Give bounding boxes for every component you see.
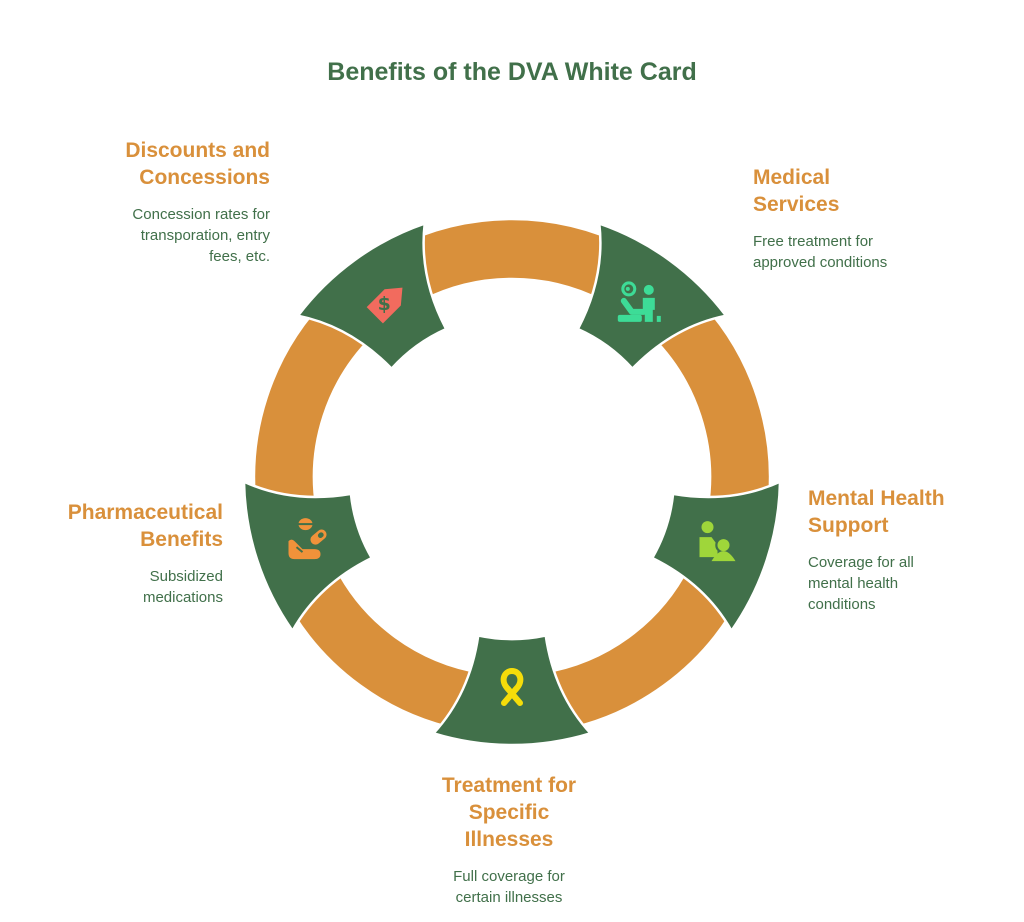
benefit-description: Subsidized medications [3,566,223,608]
description-line: fees, etc. [209,248,270,265]
ring-segment-2 [576,222,728,370]
description-line: certain illnesses [455,889,563,906]
description-line: mental health [808,575,899,592]
benefit-heading: Medical Services [753,164,973,218]
heading-line: Discounts and [125,139,270,162]
benefit-description: Concession rates for transporation, entr… [50,204,270,267]
benefit-mental-health: Mental Health Support Coverage for all m… [808,485,1024,615]
description-line: medications [142,589,223,606]
benefit-heading: Discounts and Concessions [50,137,270,191]
heading-line: Services [753,193,840,216]
benefit-heading: Mental Health Support [808,485,1024,539]
ring-segments [242,222,782,747]
description-line: Concession rates for [132,206,270,223]
awareness-ribbon-icon [500,667,524,706]
benefit-pharmaceutical: Pharmaceutical Benefits Subsidized medic… [3,499,223,608]
ring-icons: $ [288,281,736,706]
description-line: Coverage for all [808,554,914,571]
benefit-heading: Pharmaceutical Benefits [3,499,223,553]
heading-line: Benefits [140,528,223,551]
description-line: approved conditions [753,254,888,271]
benefit-heading: Treatment for Specific Illnesses [399,772,619,853]
heading-line: Treatment for [441,774,577,797]
price-tag-dollar-icon: $ [366,287,403,324]
heading-line: Illnesses [464,828,554,851]
hand-pills-icon [288,518,327,560]
benefit-description: Coverage for all mental health condition… [808,552,1024,615]
heading-line: Pharmaceutical [67,501,223,524]
description-line: Full coverage for [453,868,565,885]
description-line: Subsidized [149,568,223,585]
heading-line: Specific [468,801,550,824]
counseling-icon [699,521,736,562]
description-line: conditions [808,596,876,613]
benefit-description: Full coverage for certain illnesses [399,866,619,908]
heading-line: Mental Health [808,487,945,510]
benefit-discounts: Discounts and Concessions Concession rat… [50,137,270,267]
ring-segment-1 [296,222,448,370]
benefit-medical-services: Medical Services Free treatment for appr… [753,164,973,273]
benefit-description: Free treatment for approved conditions [753,231,973,273]
description-line: transporation, entry [140,227,270,244]
diagram-title: Benefits of the DVA White Card [327,58,697,86]
description-line: Free treatment for [753,233,874,250]
heading-line: Medical [753,166,831,189]
heading-line: Concessions [139,166,270,189]
svg-text:$: $ [378,293,391,315]
benefit-specific-illnesses: Treatment for Specific Illnesses Full co… [399,772,619,908]
heading-line: Support [808,514,889,537]
patient-doctor-icon [617,281,661,322]
